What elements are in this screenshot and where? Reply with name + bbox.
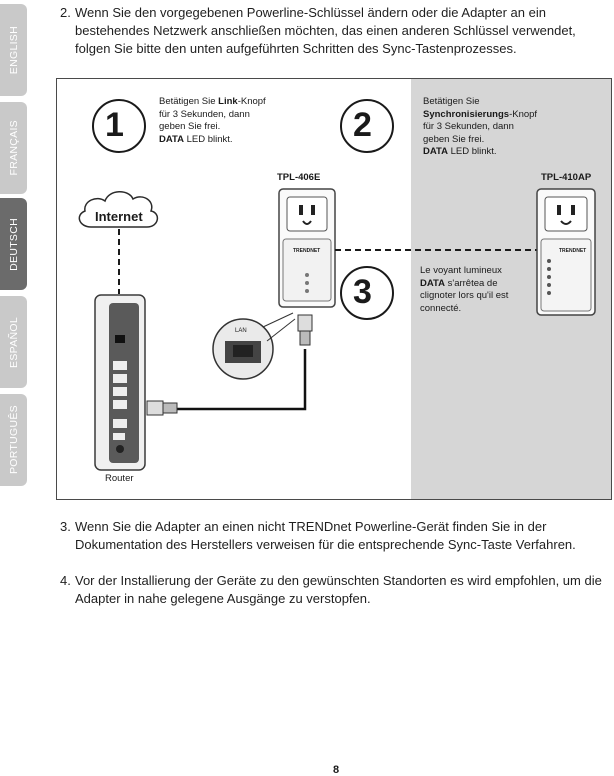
router-label: Router [105, 473, 134, 484]
tab-deutsch[interactable]: DEUTSCH [0, 198, 27, 290]
step-1-pre: Betätigen Sie [159, 96, 219, 107]
step-1-led: DATA [159, 133, 184, 145]
setup-diagram: 1 2 3 Betätigen Sie Link-Knopf für 3 Sek… [56, 78, 612, 500]
step-1-bold: Link [218, 96, 238, 107]
step-1-number: 1 [105, 106, 124, 144]
tpl-406e-adapter-icon [278, 188, 336, 308]
diagram-graphics [78, 99, 596, 471]
step-1-post: -Knopf für 3 Sekunden, dann geben Sie fr… [159, 96, 266, 132]
step-1-circle [92, 99, 146, 153]
tab-espanol[interactable]: ESPAÑOL [0, 296, 27, 388]
step-4-number: 4. [60, 573, 71, 588]
step-1-instruction: Betätigen Sie Link-Knopf für 3 Sekunden,… [159, 96, 269, 146]
adapter-a-brand: TRENDNET [293, 248, 321, 254]
internet-label: Internet [95, 209, 143, 224]
step-2-post: -Knopf für 3 Sekunden, dann geben Sie fr… [423, 108, 538, 145]
step-3-paragraph: 3. Wenn Sie die Adapter an einen nicht T… [60, 518, 610, 554]
step-2-paragraph: 2. Wenn Sie den vorgegebenen Powerline-S… [60, 4, 610, 58]
adapter-b-brand: TRENDNET [559, 248, 587, 254]
step-3-post: s'arrêtea de clignoter lors qu'il est co… [420, 277, 509, 314]
step-3-diagram-number: 3 [353, 273, 372, 311]
tab-english[interactable]: ENGLISH [0, 4, 27, 96]
tab-espanol-label: ESPAÑOL [7, 316, 20, 368]
step-2-led: DATA [423, 146, 448, 157]
router-icon [94, 294, 146, 471]
tab-deutsch-label: DEUTSCH [7, 217, 20, 271]
device-a-label: TPL-406E [277, 172, 321, 183]
lan-label: LAN [235, 328, 247, 334]
lan-port-zoom-icon [212, 312, 296, 380]
tab-portugues-label: PORTUGUÊS [7, 405, 20, 475]
step-4-text: Vor der Installierung der Geräte zu den … [75, 573, 602, 606]
tab-english-label: ENGLISH [7, 25, 20, 75]
tab-francais-label: FRANÇAIS [7, 120, 20, 176]
step-3-pre: Le voyant lumineux [420, 265, 502, 276]
internet-cloud-icon [78, 191, 159, 228]
step-3-led: DATA [420, 277, 445, 289]
tab-francais[interactable]: FRANÇAIS [0, 102, 27, 194]
step-3-circle [340, 266, 394, 320]
step-2-circle [340, 99, 394, 153]
step-2-pre: Betätigen Sie [423, 96, 480, 107]
step-4-paragraph: 4. Vor der Installierung der Geräte zu d… [60, 572, 610, 608]
step-2-instruction: Betätigen Sie Synchronisierungs-Knopf fü… [423, 96, 541, 159]
step-2-led-post: LED blinkt. [447, 146, 497, 157]
ethernet-plug-icon [146, 400, 178, 416]
step-2-text: Wenn Sie den vorgegebenen Powerline-Schl… [75, 5, 576, 56]
step-3-number: 3. [60, 519, 71, 534]
step-3-text: Wenn Sie die Adapter an einen nicht TREN… [75, 519, 576, 552]
step-2-bold: Synchronisierungs [423, 108, 510, 120]
tpl-410ap-adapter-icon [536, 188, 596, 316]
step-1-led-post: LED blinkt. [183, 133, 233, 145]
tab-portugues[interactable]: PORTUGUÊS [0, 394, 27, 486]
ethernet-plug-adapter-icon [297, 314, 313, 346]
device-b-label: TPL-410AP [541, 172, 592, 183]
step-2-number: 2. [60, 5, 71, 20]
step-2-diagram-number: 2 [353, 106, 372, 144]
page-number: 8 [333, 764, 340, 776]
step-3-instruction: Le voyant lumineux DATA s'arrêtea de cli… [420, 265, 530, 315]
